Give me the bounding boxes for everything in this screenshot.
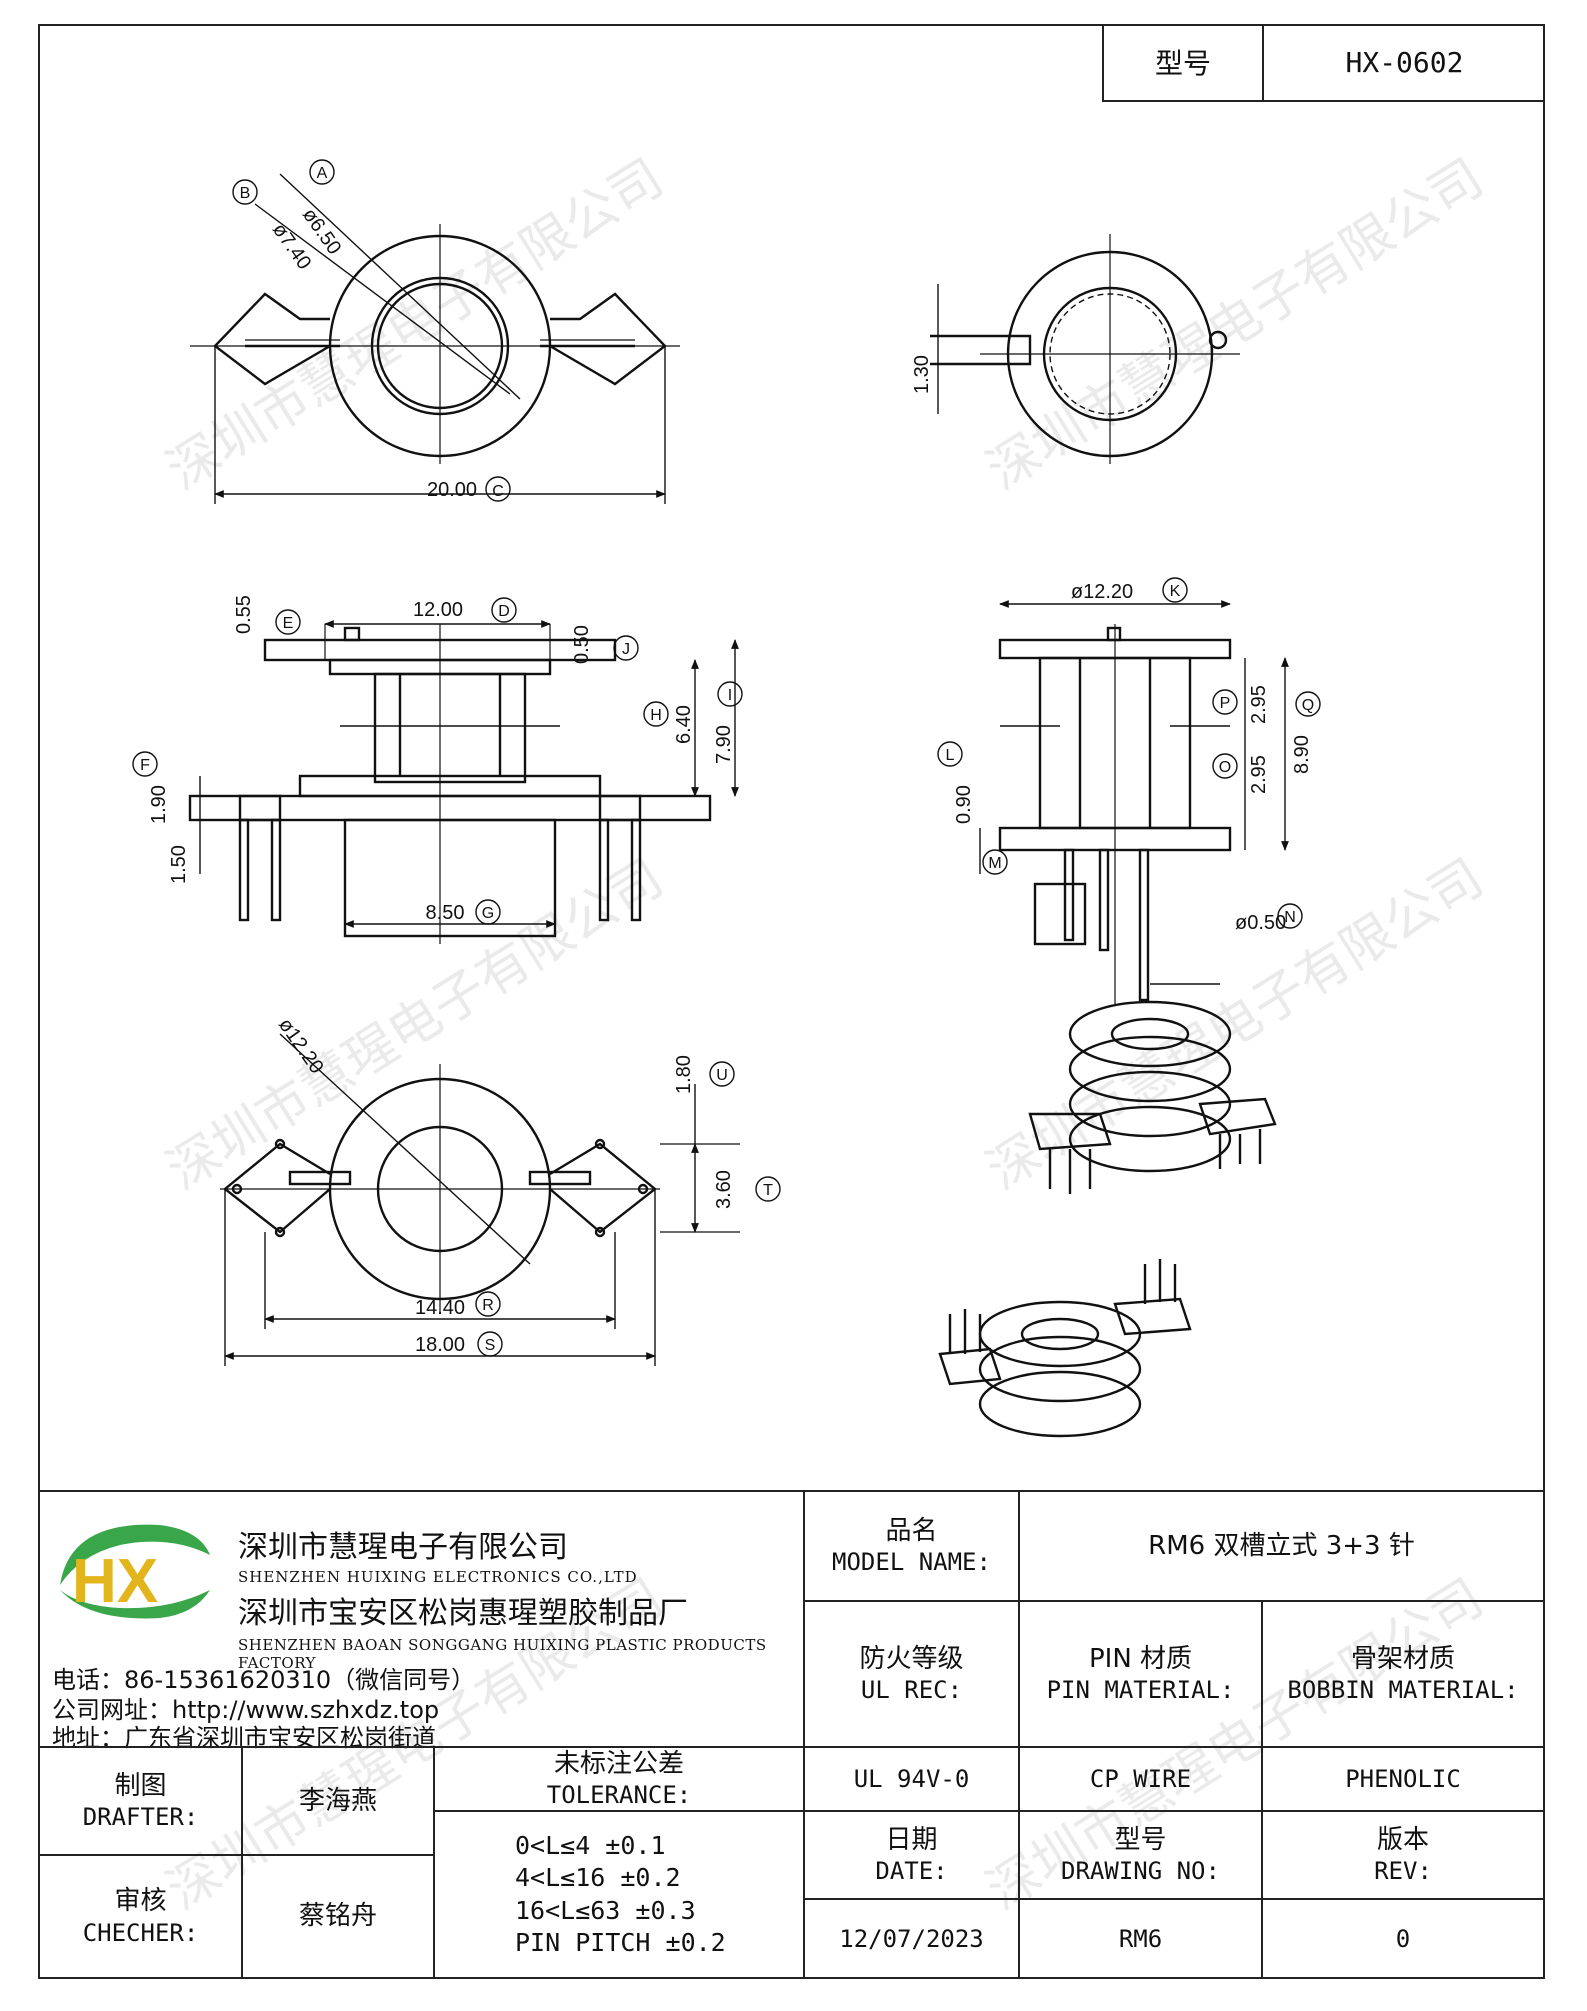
dim-7-90: 7.90 [713,725,735,764]
balloon-b: B [240,185,251,202]
side-view-top-right [930,234,1240,464]
dim-0-55: 0.55 [233,595,255,634]
balloon-a: A [317,165,328,182]
balloon-h: H [650,707,662,724]
rev-header: 版本 REV: [1261,1810,1545,1900]
balloon-c: C [492,483,504,500]
balloon-n: N [1284,909,1296,926]
bobbin-material-header: 骨架材质 BOBBIN MATERIAL: [1261,1600,1545,1748]
dim-20-00: 20.00 [427,479,477,501]
model-number-box: 型号 HX-0602 [1102,24,1545,102]
balloon-f: F [140,757,150,774]
balloon-q: Q [1302,697,1314,714]
factory-name-cn: 深圳市宝安区松岗惠瑆塑胶制品厂 [238,1596,688,1631]
model-name-value: RM6 双槽立式 3+3 针 [1018,1490,1545,1602]
company-logo: HX [60,1524,210,1619]
dim-d0-50: ø0.50 [1235,912,1286,934]
drawing-no-header: 型号 DRAWING NO: [1018,1810,1263,1900]
balloon-i: I [728,687,732,704]
model-value: HX-0602 [1345,45,1464,79]
front-view [188,620,739,944]
tolerance-header: 未标注公差 TOLERANCE: [433,1746,805,1812]
company-phone: 电话：86-15361620310（微信同号） [52,1666,476,1694]
balloon-t: T [763,1182,773,1199]
dim-d12-20: ø12.20 [1071,581,1133,603]
dim-2-95-b: 2.95 [1248,755,1270,794]
balloon-r: R [482,1297,494,1314]
dim-3-60: 3.60 [713,1170,735,1209]
company-name-cn: 深圳市慧瑆电子有限公司 [238,1530,568,1565]
company-website: 公司网址：http://www.szhxdz.top [52,1696,440,1724]
logo-letters: HX [72,1547,158,1616]
tolerance-row: PIN PITCH ±0.2 [515,1928,726,1957]
checker-name: 蔡铭舟 [241,1854,435,1979]
top-view [190,173,680,504]
pin-value: CP WIRE [1018,1746,1263,1812]
bottom-view [220,1033,740,1366]
rev-value: 0 [1261,1898,1545,1979]
balloon-p: P [1220,695,1231,712]
model-name-header: 品名 MODEL NAME: [803,1490,1020,1602]
dim-18-00: 18.00 [415,1334,465,1356]
model-label: 型号 [1104,24,1264,100]
isometric-views [938,1000,1277,1438]
ul-value: UL 94V-0 [803,1746,1020,1812]
drafter-header: 制图 DRAFTER: [38,1746,243,1856]
balloon-g: G [482,905,494,922]
dim-d12-20-b: ø12.20 [274,1014,328,1078]
drawing-no-value: RM6 [1018,1898,1263,1979]
company-name-en: SHENZHEN HUIXING ELECTRONICS CO.,LTD [238,1568,638,1586]
checker-header: 审核 CHECHER: [38,1854,243,1979]
dim-2-95-a: 2.95 [1248,685,1270,724]
balloon-d: D [498,603,510,620]
balloon-o: O [1219,759,1231,776]
ul-rec-header: 防火等级 UL REC: [803,1600,1020,1748]
dim-6-40: 6.40 [673,705,695,744]
bobbin-value: PHENOLIC [1261,1746,1545,1812]
side-view-right [979,600,1289,1004]
dim-0-50: 0.50 [571,625,593,664]
tolerance-row: 4<L≤16 ±0.2 [515,1863,681,1892]
dim-1-30: 1.30 [911,355,933,394]
dim-0-90: 0.90 [953,785,975,824]
balloon-e: E [283,615,294,632]
dim-1-80: 1.80 [673,1055,695,1094]
balloon-l: L [946,747,955,764]
dim-1-90: 1.90 [148,785,170,824]
title-block: HX 深圳市慧瑆电子有限公司 SHENZHEN HUIXING ELECTRON… [38,1490,1545,1979]
date-header: 日期 DATE: [803,1810,1020,1900]
balloon-k: K [1170,583,1181,600]
balloon-u: U [716,1067,728,1084]
technical-drawing: 20.00 C ø6.50 ø7.40 A B 1.30 12.00 D 0.5… [132,159,1321,1438]
pin-material-header: PIN 材质 PIN MATERIAL: [1018,1600,1263,1748]
company-info: HX 深圳市慧瑆电子有限公司 SHENZHEN HUIXING ELECTRON… [38,1490,805,1752]
dim-14-40: 14.40 [415,1297,465,1319]
tolerance-list: 0<L≤4 ±0.1 4<L≤16 ±0.2 16<L≤63 ±0.3 PIN … [433,1810,805,1979]
dim-12-00: 12.00 [413,599,463,621]
factory-name-en: SHENZHEN BAOAN SONGGANG HUIXING PLASTIC … [238,1636,767,1672]
dim-1-50: 1.50 [168,845,190,884]
tolerance-row: 16<L≤63 ±0.3 [515,1895,696,1925]
balloon-m: M [988,855,1001,872]
tolerance-row: 0<L≤4 ±0.1 [515,1830,666,1860]
drafter-name: 李海燕 [241,1746,435,1856]
dim-8-50: 8.50 [426,902,465,924]
date-value: 12/07/2023 [803,1898,1020,1979]
dim-8-90: 8.90 [1291,735,1313,774]
balloon-j: J [622,641,630,658]
balloon-s: S [485,1337,496,1354]
